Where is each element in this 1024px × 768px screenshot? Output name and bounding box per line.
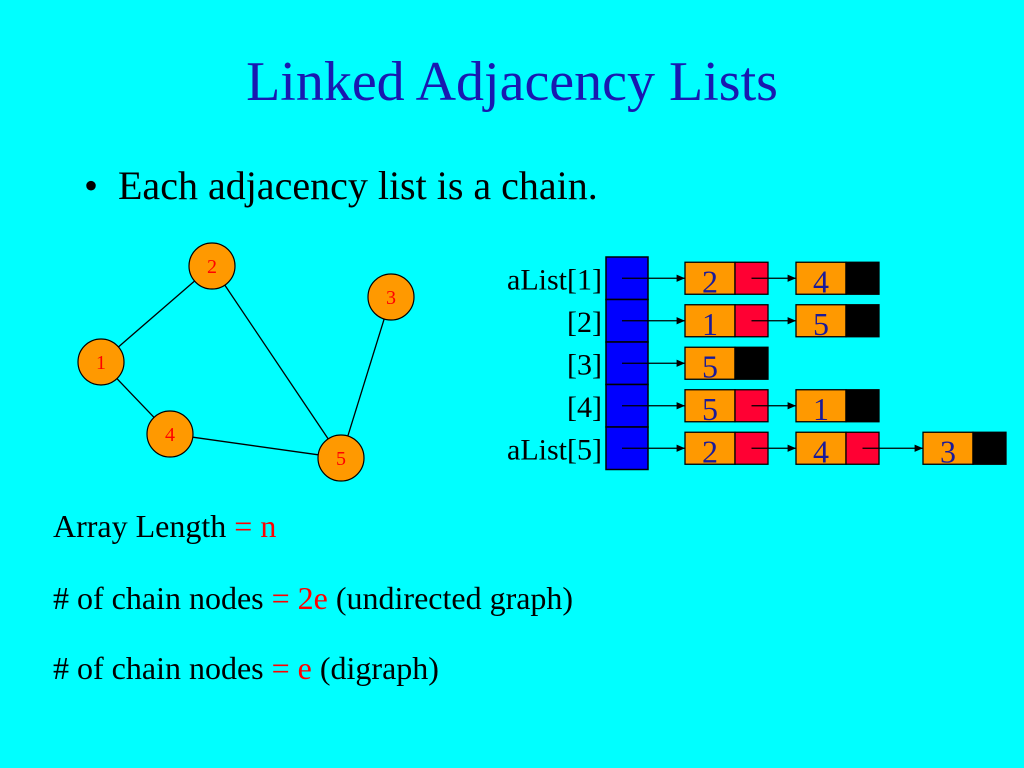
null-pointer	[845, 261, 880, 295]
null-pointer	[845, 304, 880, 338]
chain-node: 3	[922, 431, 1007, 469]
array-row-5: aList[5] 2 4 3	[507, 426, 1007, 471]
chain-node-data	[684, 346, 736, 380]
formula-value: 2e	[297, 580, 328, 616]
formula-chain-nodes-digraph: # of chain nodes = e (digraph)	[53, 650, 439, 687]
formula-suffix: (digraph)	[311, 650, 439, 686]
chain-node: 2	[684, 431, 769, 469]
chain-node-data	[684, 389, 736, 423]
formula-value: e	[297, 650, 312, 686]
chain-node-data	[795, 389, 847, 423]
formula-operator: =	[271, 650, 298, 686]
array-index-label: aList[5]	[507, 433, 602, 466]
chain-node: 1	[795, 389, 880, 427]
bullet-text: Each adjacency list is a chain.	[118, 163, 598, 208]
array-row-3: [3] 5	[567, 341, 769, 386]
chain-node: 5	[795, 304, 880, 342]
chain-node: 5	[684, 346, 769, 384]
formula-operator: =	[234, 508, 261, 544]
chain-node-value: 4	[813, 433, 829, 469]
chain-node: 4	[795, 431, 880, 469]
chain-node: 2	[684, 261, 769, 299]
array-row-2: [2] 1 5	[567, 298, 880, 343]
formula-prefix: Array Length	[53, 508, 235, 544]
chain-node-value: 2	[702, 433, 718, 469]
formula-chain-nodes-undirected: # of chain nodes = 2e (undirected graph)	[53, 580, 573, 617]
vertex-label: 5	[336, 448, 346, 470]
formula-suffix: (undirected graph)	[327, 580, 574, 616]
chain-node-value: 1	[813, 391, 829, 427]
chain-node: 5	[684, 389, 769, 427]
formula-value: n	[260, 508, 277, 544]
graph-vertex-3: 3	[367, 273, 415, 321]
chain-node-value: 5	[702, 348, 718, 384]
array-row-4: [4] 5 1	[567, 383, 880, 428]
array-index-label: aList[1]	[507, 263, 602, 296]
null-pointer	[734, 346, 769, 380]
chain-node-data	[922, 431, 974, 465]
vertex-circle	[77, 338, 125, 386]
graph-vertex-5: 5	[317, 434, 365, 482]
graph-vertex-2: 2	[188, 242, 236, 290]
formula-prefix: # of chain nodes	[53, 650, 272, 686]
graph-edge-4-5	[192, 436, 319, 456]
vertex-circle	[188, 242, 236, 290]
vertex-label: 3	[386, 287, 396, 309]
formula-operator: =	[271, 580, 298, 616]
vertex-circle	[146, 410, 194, 458]
vertex-label: 4	[165, 424, 175, 446]
array-index-label: [3]	[567, 348, 602, 381]
chain-node-value: 4	[813, 263, 829, 299]
slide-title: Linked Adjacency Lists	[246, 51, 778, 113]
chain-node-data	[684, 431, 736, 465]
chain-node-data	[684, 261, 736, 295]
chain-node-value: 5	[702, 391, 718, 427]
chain-node-data	[795, 304, 847, 338]
null-pointer	[972, 431, 1007, 465]
vertex-label: 2	[207, 256, 217, 278]
chain-node: 4	[795, 261, 880, 299]
graph-edge-3-5	[347, 318, 385, 437]
chain-node-value: 5	[813, 306, 829, 342]
chain-node: 1	[684, 304, 769, 342]
graph-vertex-4: 4	[146, 410, 194, 458]
chain-node-data	[795, 261, 847, 295]
vertex-circle	[367, 273, 415, 321]
undirected-graph: 1 2 3 4 5	[77, 242, 415, 482]
array-row-1: aList[1] 2 4	[507, 256, 880, 301]
vertex-circle	[317, 434, 365, 482]
graph-edge-2-5	[224, 284, 329, 440]
graph-vertex-1: 1	[77, 338, 125, 386]
formula-array-length: Array Length = n	[53, 508, 276, 545]
null-pointer	[845, 389, 880, 423]
chain-node-data	[795, 431, 847, 465]
array-index-label: [4]	[567, 391, 602, 424]
formula-prefix: # of chain nodes	[53, 580, 272, 616]
array-index-label: [2]	[567, 306, 602, 339]
vertex-label: 1	[96, 352, 106, 374]
chain-node-value: 2	[702, 263, 718, 299]
chain-node-value: 3	[940, 433, 956, 469]
graph-edge-1-4	[116, 378, 155, 418]
bullet-point: • Each adjacency list is a chain.	[84, 162, 598, 209]
bullet-dot: •	[84, 163, 99, 208]
adjacency-array: aList[1] 2 4 [2] 1 5 [3] 5 [4] 5 1 aList[5] 2 4 3	[507, 256, 1007, 471]
graph-edge-1-2	[117, 280, 196, 348]
chain-node-value: 1	[702, 306, 718, 342]
